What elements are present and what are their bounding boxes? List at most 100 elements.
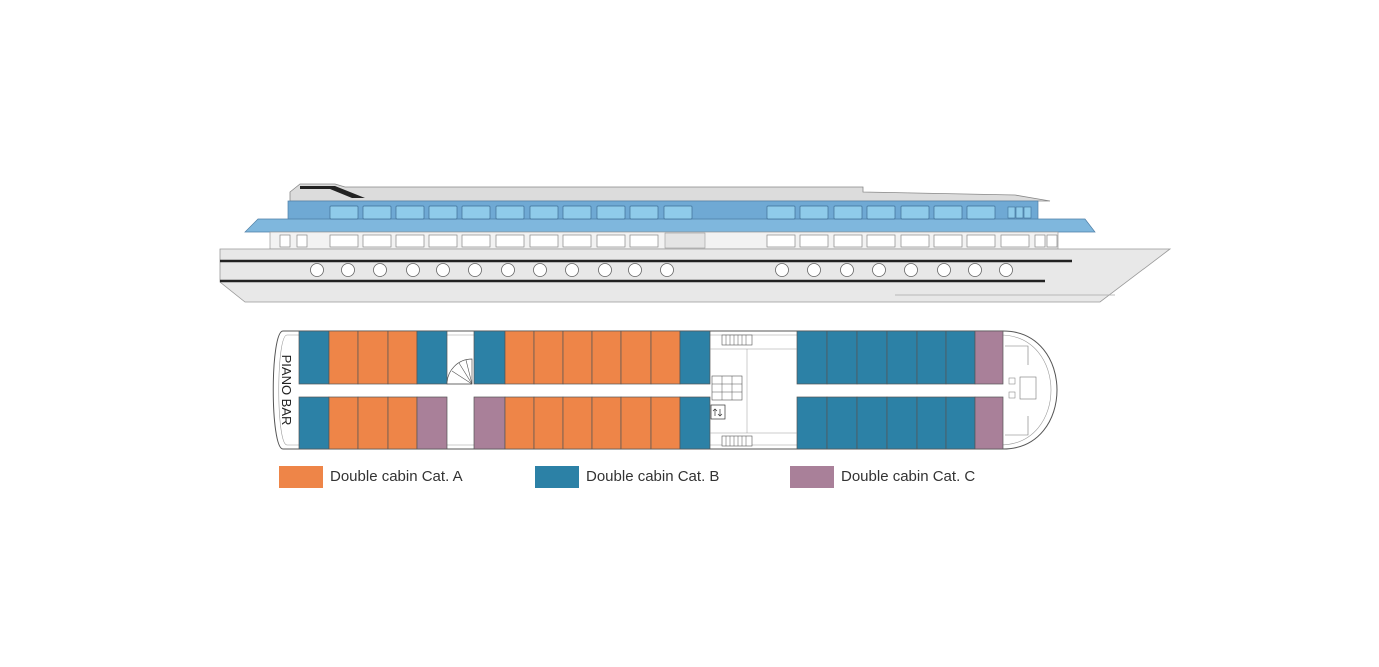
legend-label-cat-c: Double cabin Cat. C (841, 468, 976, 485)
cabin-cat-a (328, 396, 359, 450)
upper-window (629, 205, 659, 220)
cabin-cat-c (416, 396, 448, 450)
cabin-cat-b (916, 396, 947, 450)
cabin-cat-b (826, 396, 858, 450)
cabin-cat-a (504, 330, 535, 385)
cabin-cat-a (650, 330, 681, 385)
legend-label-cat-a: Double cabin Cat. A (330, 468, 463, 485)
legend-cat-a: Double cabin Cat. A (279, 465, 463, 488)
cabin-cat-b (916, 330, 947, 385)
porthole (406, 263, 420, 277)
main-window (966, 234, 996, 248)
upper-window (596, 205, 626, 220)
cabin-cat-b (826, 330, 858, 385)
upper-window (529, 205, 559, 220)
main-deck-windows (279, 232, 1058, 249)
porthole (872, 263, 886, 277)
ship-roof (289, 183, 1051, 202)
main-window (329, 234, 359, 248)
cabin-cat-b (856, 330, 888, 385)
cabin-cat-b (796, 396, 828, 450)
main-window (866, 234, 896, 248)
main-window-small (1046, 234, 1058, 248)
porthole (341, 263, 355, 277)
main-window (799, 234, 829, 248)
legend-label-cat-b: Double cabin Cat. B (586, 468, 720, 485)
ship-roof-stripe (300, 186, 365, 198)
cabin-cat-a (504, 396, 535, 450)
ship-hull (219, 248, 1172, 303)
upper-window (461, 205, 491, 220)
cabin-cat-b (473, 330, 506, 385)
porthole (660, 263, 674, 277)
cabin-cat-a (387, 396, 418, 450)
upper-window (362, 205, 392, 220)
porthole (310, 263, 324, 277)
main-window (629, 234, 659, 248)
main-window (833, 234, 863, 248)
porthole (775, 263, 789, 277)
main-window (461, 234, 491, 248)
cabin-cat-a (591, 330, 622, 385)
legend-swatch-cat-c (790, 465, 834, 488)
main-window (495, 234, 525, 248)
legend-swatch-cat-a (279, 465, 323, 488)
cabin-cat-a (562, 330, 593, 385)
cabin-cat-b (796, 330, 828, 385)
main-window (529, 234, 559, 248)
cabin-cat-a (620, 396, 652, 450)
main-window (395, 234, 425, 248)
upper-window (395, 205, 425, 220)
porthole (628, 263, 642, 277)
cabin-cat-c (974, 396, 1004, 450)
main-window (766, 234, 796, 248)
porthole (999, 263, 1013, 277)
cabin-cat-a (387, 330, 418, 385)
cabin-cat-b (856, 396, 888, 450)
main-window-small (1034, 234, 1046, 248)
upper-window (428, 205, 458, 220)
upper-window (766, 205, 796, 220)
lobby-walls (710, 348, 797, 434)
cabin-cat-b (298, 330, 330, 385)
porthole (533, 263, 547, 277)
lobby-grid-icon (711, 375, 743, 401)
bow-furniture-icon (1005, 345, 1037, 436)
spiral-staircase-icon (446, 358, 473, 385)
porthole (598, 263, 612, 277)
cabin-cat-a (357, 396, 389, 450)
main-window (900, 234, 930, 248)
stairs-bottom-icon (721, 435, 753, 447)
cabin-cat-a (650, 396, 681, 450)
legend-cat-c: Double cabin Cat. C (790, 465, 975, 488)
porthole (807, 263, 821, 277)
piano-bar-label: PIANO BAR (279, 355, 294, 426)
cabin-cat-a (591, 396, 622, 450)
porthole (468, 263, 482, 277)
cabin-cat-c (974, 330, 1004, 385)
cabin-cat-b (298, 396, 330, 450)
porthole (373, 263, 387, 277)
porthole (937, 263, 951, 277)
upper-window (900, 205, 930, 220)
porthole (968, 263, 982, 277)
porthole (436, 263, 450, 277)
upper-window-small (1015, 206, 1024, 219)
cabin-cat-b (679, 330, 711, 385)
main-window (933, 234, 963, 248)
main-window-small (279, 234, 291, 248)
main-window (362, 234, 392, 248)
cabin-cat-a (620, 330, 652, 385)
upper-window (866, 205, 896, 220)
porthole (840, 263, 854, 277)
main-window (1000, 234, 1030, 248)
ship-side-view (219, 183, 1172, 303)
legend-swatch-cat-b (535, 465, 579, 488)
cabin-cat-a (562, 396, 593, 450)
cabin-cat-a (533, 396, 564, 450)
upper-window-small (1023, 206, 1032, 219)
main-window (596, 234, 626, 248)
porthole (565, 263, 579, 277)
deck-plan: PIANO BAR (272, 330, 1058, 450)
elevator-icon (710, 404, 726, 420)
